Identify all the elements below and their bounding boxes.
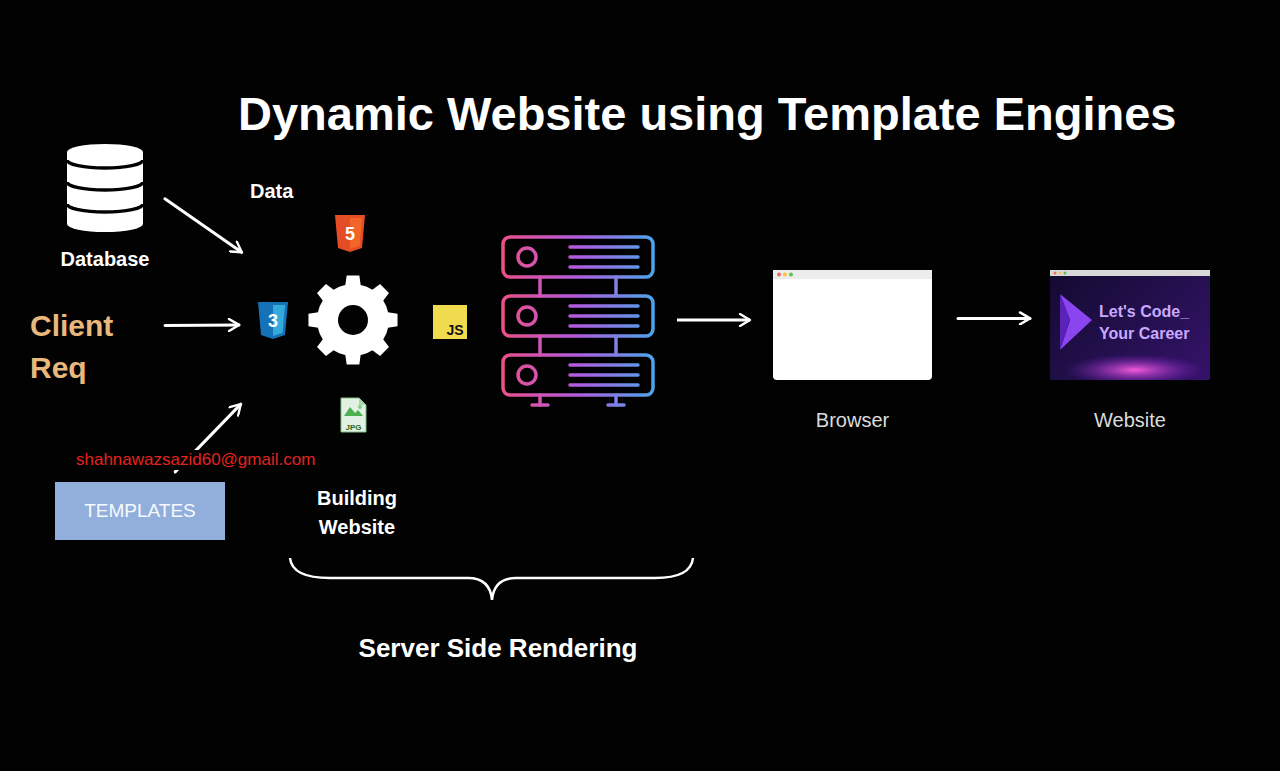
database-gap <box>67 204 143 212</box>
database-gap <box>67 160 143 168</box>
browser-dot <box>789 273 793 277</box>
browser-dot <box>1064 272 1067 275</box>
edge-label: Data <box>247 179 296 203</box>
website-chevron-shade <box>1060 294 1070 350</box>
node-label: Website <box>1050 408 1210 432</box>
node-label: Database <box>50 247 160 271</box>
website-chevron <box>1060 294 1092 350</box>
website-bar <box>1050 270 1210 276</box>
section-caption: Server Side Rendering <box>359 632 638 664</box>
website-headline: Let's Code_ Your Career <box>1099 301 1208 345</box>
node-label: Building Website <box>295 484 419 542</box>
client-request-node: Client Req <box>30 305 160 391</box>
browser-dot <box>777 273 781 277</box>
database-icon <box>65 143 145 233</box>
gear-body <box>317 284 389 356</box>
website-thumbnail: Let's Code_ Your CareerWebsite <box>1050 270 1210 380</box>
html5-icon <box>335 215 365 252</box>
browser-dot <box>1059 272 1062 275</box>
browser-chrome <box>773 270 932 280</box>
database-top <box>67 144 143 160</box>
js-badge-text: JS <box>446 322 463 338</box>
browser-window: Browser <box>773 270 932 380</box>
browser-dot <box>1054 272 1057 275</box>
css3-badge-text: 3 <box>268 311 278 331</box>
database-gap <box>67 182 143 190</box>
database-node: Database <box>50 140 160 275</box>
arrow-connector <box>165 323 239 327</box>
jpg-icon <box>341 398 366 432</box>
gear-shape <box>308 275 397 364</box>
arrow-connector <box>958 317 1030 320</box>
gear-icon <box>305 272 401 368</box>
database-body <box>67 152 143 232</box>
node-label: TEMPLATES <box>55 482 225 540</box>
website-glow <box>1065 354 1205 380</box>
title: Dynamic Website using Template Engines <box>238 86 1177 142</box>
arrow-connector <box>165 199 242 253</box>
server-arrow <box>677 319 750 322</box>
jpg-badge-text: JPG <box>345 423 361 432</box>
node-label: Browser <box>773 408 932 432</box>
watermark: shahnawazsazid60@gmail.com <box>74 450 317 470</box>
html5-badge-text: 5 <box>345 224 355 244</box>
browser-dot <box>783 273 787 277</box>
build-engine-node: Building Website <box>245 215 470 545</box>
css3-icon <box>258 302 288 339</box>
server-icon <box>503 237 653 405</box>
brace <box>290 558 693 600</box>
node-label: Client Req <box>30 305 134 389</box>
gear-hole <box>338 305 368 335</box>
js-icon <box>433 305 467 339</box>
templates-box: TEMPLATES <box>55 482 225 540</box>
browser-bar <box>773 270 932 279</box>
